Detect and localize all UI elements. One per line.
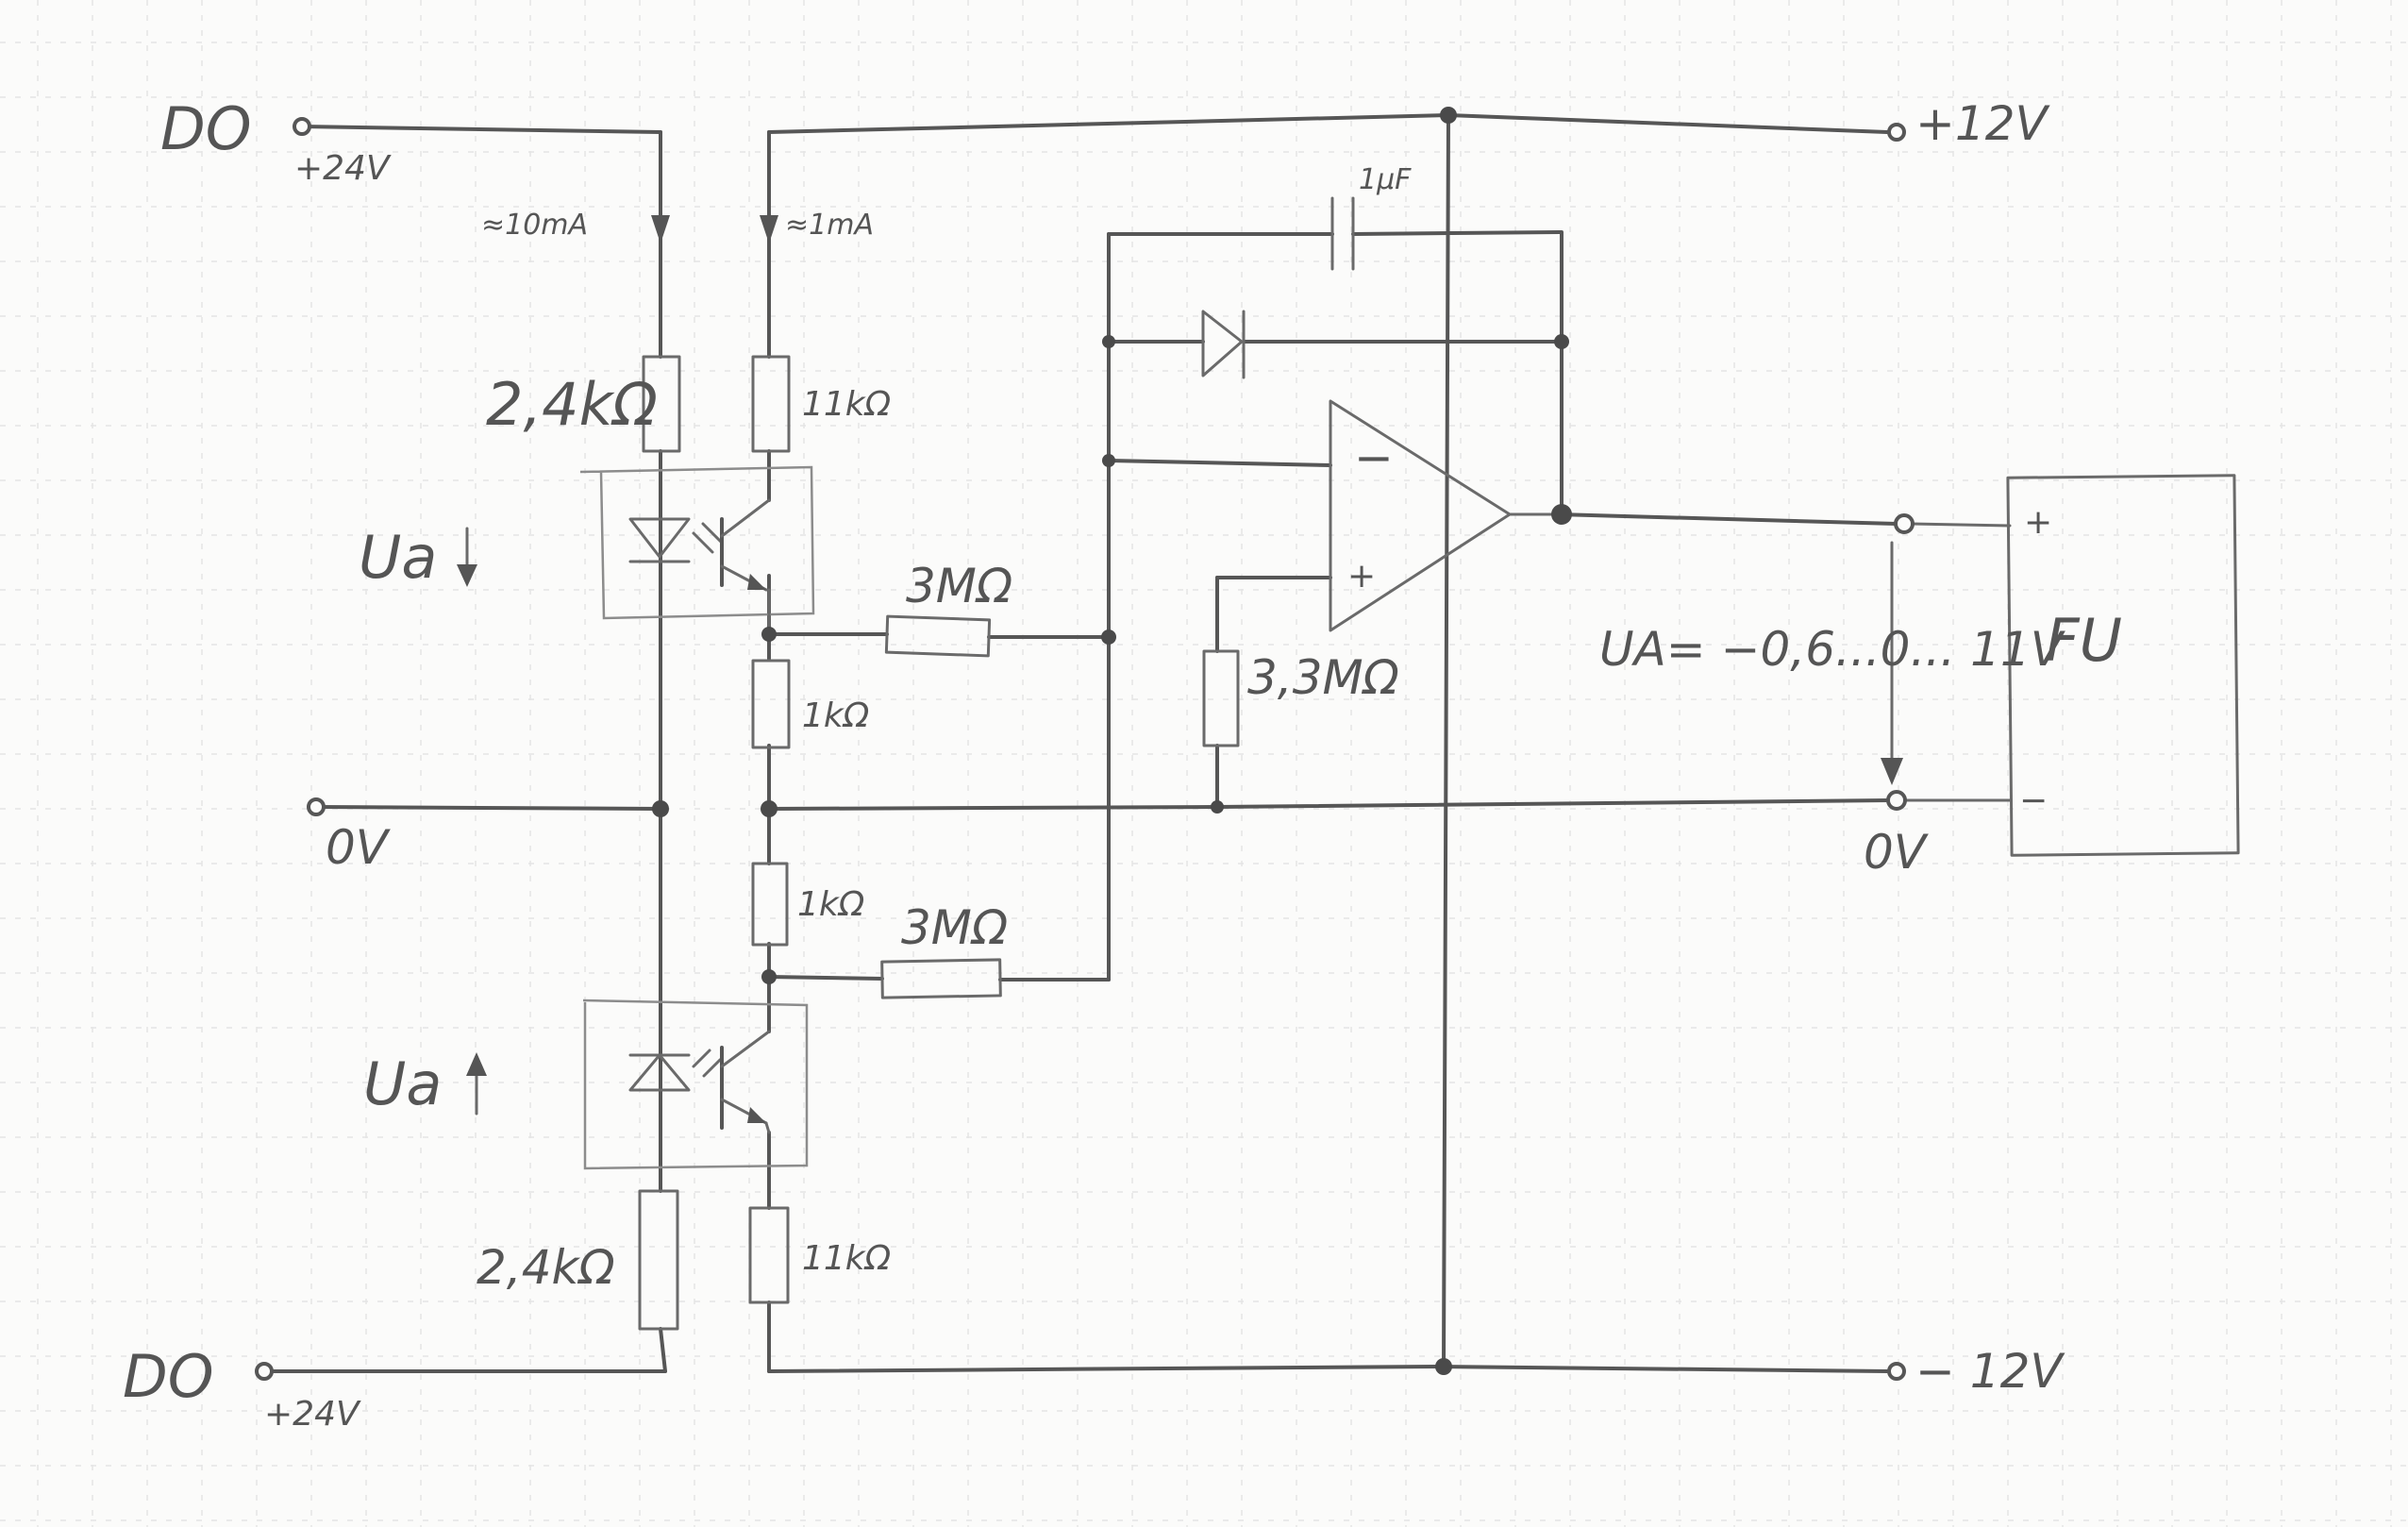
capacitor-label: 1μF: [1359, 163, 1412, 196]
i-10ma-label: ≈10mA: [481, 209, 588, 242]
capacitor-icon: [1330, 196, 1355, 271]
zero-left-label: 0V: [326, 820, 392, 875]
r-3m-bot-label: 3MΩ: [901, 900, 1008, 955]
resistor-3m-top: [884, 614, 992, 658]
ua-down-label: Ua: [359, 523, 437, 592]
v24-bot-label: +24V: [264, 1395, 361, 1434]
labels: DO +24V ≈10mA ≈1mA 2,4kΩ 11kΩ Ua 3MΩ 1kΩ…: [123, 94, 2122, 1434]
resistor-11k-top: [751, 355, 791, 453]
r-2-4k-bot-label: 2,4kΩ: [477, 1240, 615, 1295]
r-2-4k-top-label: 2,4kΩ: [486, 370, 658, 439]
inverting-input-label: −: [1354, 430, 1394, 485]
resistor-1k-top: [751, 659, 791, 749]
v24-top-label: +24V: [294, 149, 392, 188]
fu-box: [2006, 474, 2240, 857]
r-3-3m-label: 3,3MΩ: [1247, 650, 1399, 705]
r-1k-top-label: 1kΩ: [802, 696, 870, 735]
output-voltage-arrow: [1881, 541, 1903, 785]
r-11k-bot-label: 11kΩ: [802, 1239, 892, 1278]
do-top-label: DO: [160, 94, 252, 163]
r-3m-top-label: 3MΩ: [906, 559, 1012, 613]
r-11k-top-label: 11kΩ: [802, 385, 892, 424]
plus12-label: +12V: [1915, 96, 2051, 151]
fu-minus-label: −: [2019, 781, 2048, 820]
r-1k-bot-label: 1kΩ: [797, 885, 865, 924]
junction-nodes: [652, 107, 1572, 1375]
minus12-label: − 12V: [1915, 1344, 2065, 1399]
terminals: [255, 117, 1915, 1381]
noninverting-input-label: +: [1347, 557, 1376, 596]
fu-label: FU: [2046, 606, 2122, 675]
resistor-2-4k-bot: [638, 1189, 679, 1331]
optocoupler-icon: [582, 998, 809, 1170]
resistor-1k-bot: [751, 862, 789, 947]
resistor-3m-bot: [880, 958, 1002, 999]
resistor-3-3m: [1202, 649, 1240, 747]
resistor-2-4k-top: [642, 355, 681, 453]
output-voltage-label: UA= −0,6...0... 11V: [1599, 622, 2066, 677]
ua-up-label: Ua: [363, 1049, 442, 1118]
do-bot-label: DO: [123, 1342, 214, 1411]
zero-right-label: 0V: [1864, 825, 1930, 880]
diode-icon: [1201, 310, 1246, 379]
resistor-11k-bot: [748, 1206, 790, 1304]
i-1ma-label: ≈1mA: [785, 209, 874, 242]
wires: [262, 113, 2012, 1373]
fu-plus-label: +: [2024, 503, 2052, 542]
opamp-icon: [1329, 399, 1559, 632]
optocoupler-icon: [579, 465, 815, 636]
resistors: [638, 355, 1240, 1331]
current-arrows: [457, 215, 778, 1116]
